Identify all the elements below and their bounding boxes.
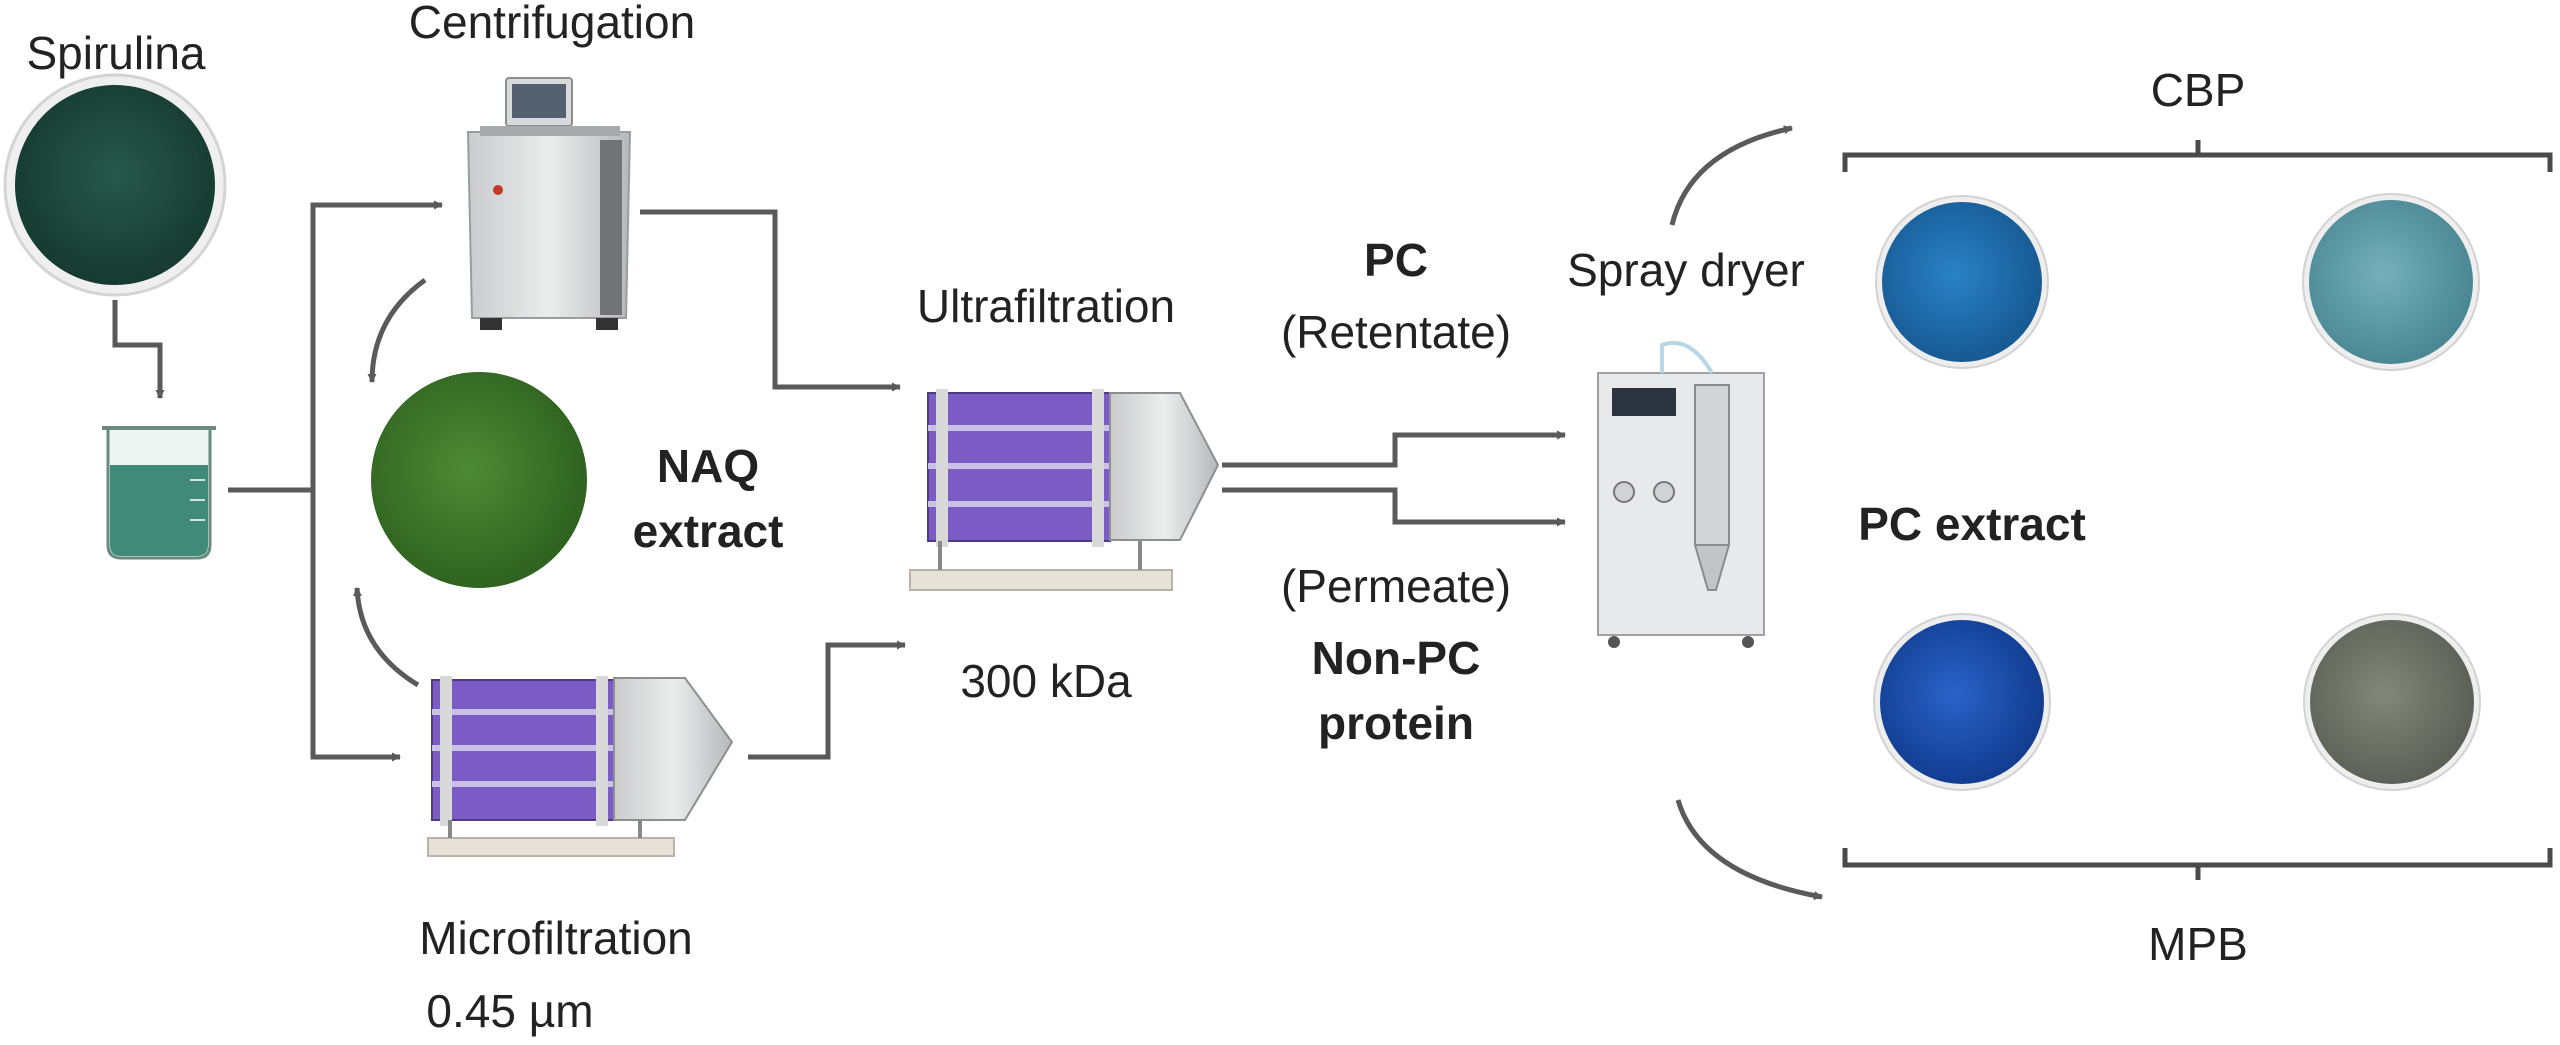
spray-dryer-icon [1597,340,1765,648]
arrow-split-to-centrifuge [310,200,443,490]
cbp-bracket [1842,140,2553,172]
arrow-retentate-to-spray-dryer [1222,430,1566,468]
arrow-microfiltration-to-ultrafiltration [748,640,906,760]
mpb-powder-dish-1 [1873,613,2051,791]
cbp-label: CBP [2150,64,2246,116]
spirulina-label: Spirulina [26,27,206,79]
naq-powder-dish [371,372,587,588]
microfiltration-size-label: 0.45 µm [426,985,594,1037]
non-pc-label-line1: Non-PC [1311,632,1481,684]
pc-label: PC [1364,234,1428,286]
spirulina-powder-dish [3,73,227,297]
connectors [112,125,1823,901]
mpb-powder-dish-2 [2303,613,2481,791]
cbp-powder-dish-2 [2302,193,2480,371]
naq-label-line2: extract [632,505,784,557]
cbp-powder-dish-1 [1875,195,2049,369]
spray-dryer-label: Spray dryer [1567,244,1805,296]
beaker-icon [102,426,216,560]
brackets [1842,140,2553,880]
ultrafiltration-unit-icon [909,389,1220,591]
arrow-microfiltration-to-naq [352,587,420,688]
retentate-label: (Retentate) [1280,306,1512,358]
microfiltration-label: Microfiltration [419,912,693,964]
arrow-centrifuge-to-naq [367,277,427,383]
arrow-spray-dryer-to-mpb [1675,799,1823,901]
arrow-spirulina-to-beaker [112,300,165,399]
mpb-label: MPB [2148,918,2248,970]
naq-label-line1: NAQ [656,440,760,492]
centrifugation-label: Centrifugation [408,0,696,48]
ultrafiltration-label: Ultrafiltration [916,280,1176,332]
non-pc-label-line2: protein [1318,697,1474,749]
arrow-centrifuge-to-ultrafiltration [640,209,901,392]
arrow-permeate-to-spray-dryer [1222,487,1566,527]
microfiltration-unit-icon [427,676,734,857]
mpb-bracket [1842,848,2553,880]
centrifuge-icon [466,77,632,330]
arrow-spray-dryer-to-cbp [1669,125,1793,226]
ultrafiltration-size-label: 300 kDa [960,655,1132,707]
permeate-label: (Permeate) [1280,560,1512,612]
pc-extract-label: PC extract [1858,498,2086,550]
arrow-split-to-microfiltration [310,490,401,762]
